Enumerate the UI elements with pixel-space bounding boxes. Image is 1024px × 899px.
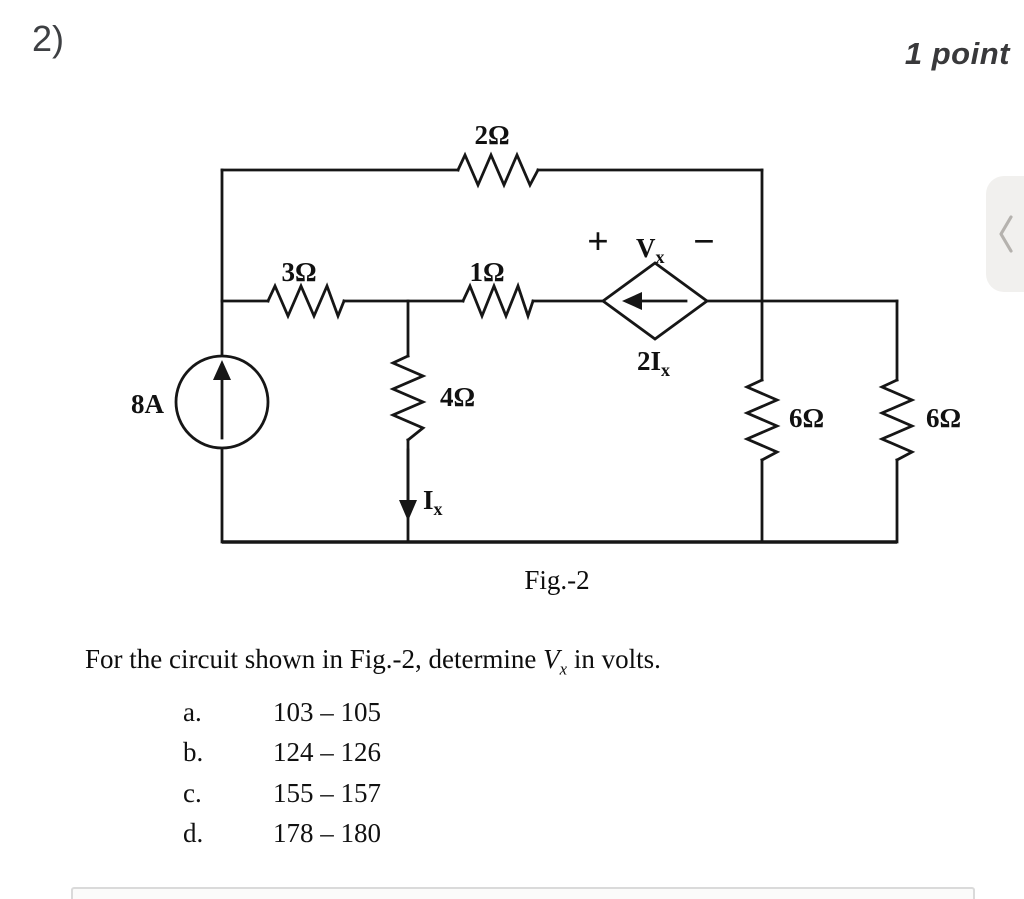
question-text: For the circuit shown in Fig.-2, determi…	[85, 644, 661, 679]
chevron-left-icon	[999, 215, 1013, 253]
option-letter: b.	[183, 737, 204, 767]
answer-input-box[interactable]	[71, 887, 975, 899]
option-letter: d.	[183, 818, 204, 848]
vx-minus-sign: −	[693, 221, 715, 263]
option-value: 103 – 105	[273, 697, 381, 727]
label-3ohm: 3Ω	[281, 257, 316, 287]
resistor-2ohm	[456, 151, 540, 189]
label-6ohm-1: 6Ω	[789, 403, 824, 433]
current-source-symbol	[174, 354, 270, 450]
label-4ohm: 4Ω	[440, 382, 475, 412]
option-value: 178 – 180	[273, 818, 381, 848]
dependent-source-symbol	[600, 261, 710, 341]
circuit-wires	[220, 168, 899, 544]
ix-label: Ix	[423, 485, 443, 519]
option-letter: c.	[183, 778, 202, 808]
label-2ohm: 2Ω	[474, 120, 509, 150]
side-panel-handle[interactable]	[986, 176, 1024, 292]
label-6ohm-2: 6Ω	[926, 403, 961, 433]
resistor-6ohm-1	[743, 378, 781, 462]
resistor-6ohm-2	[878, 378, 916, 462]
label-8a: 8A	[131, 389, 165, 419]
resistor-symbols	[266, 151, 916, 462]
option-value: 155 – 157	[273, 778, 381, 808]
ix-current-arrow	[399, 448, 417, 521]
option-value: 124 – 126	[273, 737, 381, 767]
vx-label: Vx	[636, 233, 665, 267]
question-number: 2)	[32, 18, 65, 59]
resistor-1ohm	[461, 281, 535, 321]
resistor-4ohm	[389, 354, 427, 442]
question-variable: V	[543, 644, 560, 674]
figure-caption: Fig.-2	[524, 565, 589, 595]
dependent-source-label: 2Ix	[637, 346, 670, 380]
option-letter: a.	[183, 697, 202, 727]
vx-plus-sign: +	[587, 221, 609, 263]
points-badge: 1 point	[904, 36, 1010, 71]
resistor-3ohm	[266, 282, 346, 320]
label-1ohm: 1Ω	[469, 257, 504, 287]
circuit-diagram: 2Ω 3Ω 1Ω 4Ω 6Ω 6Ω 8A + Vx − 2Ix Ix Fig.-…	[131, 120, 961, 595]
